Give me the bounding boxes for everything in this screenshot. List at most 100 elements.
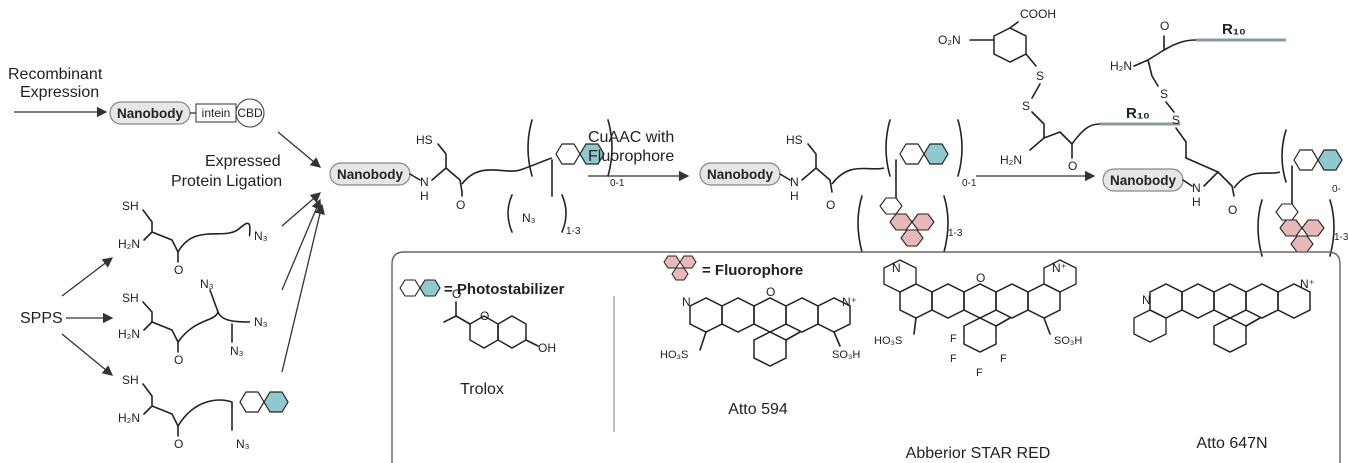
nanobody-label: Nanobody [337, 167, 403, 182]
photostabilizer-legend-label: = Photostabilizer [444, 281, 565, 298]
o-label: O [976, 271, 985, 285]
peptide-photostabilizer: SH H₂N O N₃ [118, 373, 289, 451]
s-label: S [1022, 99, 1030, 113]
n3-label: N₃ [236, 437, 250, 451]
h2n-label: H₂N [1000, 153, 1022, 167]
hs-label: HS [786, 133, 803, 147]
fluorophore-polycycle-icon [879, 197, 935, 247]
n3-label: N₃ [254, 229, 268, 243]
peptide-azide-2: SH H₂N O N₃ N₃ N₃ [118, 277, 268, 367]
nanobody-azide-conjugate: Nanobody N H HS O 0-1 N₃ 1-3 [329, 119, 625, 237]
nplus-label: N⁺ [1052, 261, 1067, 275]
arrow-spps-3 [61, 333, 114, 376]
o-label: O [452, 287, 461, 301]
o-label: O [456, 198, 465, 212]
subscript-1-3: 1-3 [1334, 232, 1348, 243]
abberior-label: Abberior STAR RED [906, 445, 1051, 462]
photostabilizer-hexagon-icon [555, 143, 581, 165]
dye-legend-box: = Photostabilizer = Fluorophore O O OH T… [391, 251, 1341, 463]
expressed-label: Expressed [205, 153, 281, 170]
nanobody-label: Nanobody [1110, 173, 1176, 188]
h-label: H [1192, 195, 1201, 209]
final-conjugate: H₂N O R₁₀ S S Nanobody N H O 0- [1102, 19, 1348, 257]
n-label: N [892, 261, 901, 275]
arrow-epl-4 [281, 203, 325, 373]
o-label: O [1228, 203, 1237, 217]
so3h-label: SO₃H [1054, 335, 1082, 347]
h2n-label: H₂N [1110, 59, 1132, 73]
f-label: F [950, 353, 957, 365]
h2n-label: H₂N [118, 411, 140, 425]
nanobody-label: Nanobody [117, 106, 183, 121]
disulfide-reagent: COOH O₂N S S H₂N O R₁₀ [938, 7, 1180, 173]
photostabilizer-legend-icon [399, 279, 441, 297]
s-label: S [1036, 69, 1044, 83]
nanobody-intein-cbd-construct: Nanobody intein CBD [109, 98, 265, 128]
trolox-structure: O O OH Trolox [443, 287, 556, 398]
nplus-label: N⁺ [842, 295, 857, 309]
f-label: F [976, 367, 983, 379]
s-label: S [1160, 87, 1168, 101]
h-label: H [790, 189, 799, 203]
intein-label: intein [202, 106, 231, 120]
atto594-label: Atto 594 [728, 401, 788, 418]
cbd-circle [235, 98, 265, 128]
o-label: O [1068, 159, 1077, 173]
o-label: O [480, 309, 489, 323]
o-label: O [174, 437, 183, 451]
cuaac-label-2: Fluorophore [588, 148, 674, 165]
oh-label: OH [538, 341, 556, 355]
photostabilizer-hexagon-icon [579, 143, 605, 165]
arrow-spps-1 [61, 257, 114, 297]
n-label: N [420, 175, 429, 189]
n-label: N [1192, 181, 1201, 195]
photostabilizer-hexagon-icon [899, 143, 925, 165]
r10-label: R₁₀ [1126, 105, 1150, 122]
so3h-label: SO₃H [832, 349, 860, 361]
n3-label: N₃ [522, 211, 536, 225]
h2n-label: H₂N [118, 237, 140, 251]
recombinant-label: Recombinant [8, 66, 103, 83]
o-label: O [174, 353, 183, 367]
arrow-epl-2 [281, 192, 321, 227]
ho3s-label: HO₃S [874, 335, 902, 347]
subscript-1-3: 1-3 [948, 228, 963, 239]
f-label: F [950, 333, 957, 345]
nanobody-label: Nanobody [707, 167, 773, 182]
n-label: N [790, 175, 799, 189]
o-label: O [174, 263, 183, 277]
subscript-0-1: 0-1 [962, 178, 977, 189]
o2n-label: O₂N [938, 33, 961, 47]
photostabilizer-hexagon-icon [1293, 149, 1319, 171]
atto647n-label: Atto 647N [1196, 435, 1267, 452]
o-label: O [826, 198, 835, 212]
peptide-azide-1: SH H₂N O N₃ [118, 199, 268, 277]
subscript-1-3: 1-3 [566, 226, 581, 237]
atto647n-structure: N N⁺ Atto 647N [1133, 277, 1315, 452]
n-label: N [682, 295, 691, 309]
photostabilizer-hexagon-icon [1317, 149, 1343, 171]
h-label: H [420, 189, 429, 203]
nanobody-fluorophore-conjugate: Nanobody N H HS O 0-1 1-3 [699, 119, 977, 253]
hs-label: HS [416, 133, 433, 147]
arrow-epl-1 [277, 131, 321, 168]
fluorophore-polycycle-icon [1275, 203, 1325, 253]
subscript-0: 0- [1332, 184, 1341, 195]
sh-label: SH [122, 291, 139, 305]
nplus-label: N⁺ [1300, 277, 1315, 291]
cuaac-label-1: CuAAC with [588, 129, 674, 146]
n3-label: N₃ [254, 315, 268, 329]
ho3s-label: HO₃S [660, 349, 688, 361]
photostabilizer-hexagon-icon [239, 391, 289, 413]
photostabilizer-hexagon-icon [923, 143, 949, 165]
cooh-label: COOH [1020, 7, 1056, 21]
abberior-star-red-structure: N N⁺ O F F F F HO₃S SO₃H Abberior STAR R… [874, 259, 1082, 462]
sh-label: SH [122, 199, 139, 213]
arrow-epl-3 [281, 198, 322, 291]
s-label: S [1172, 113, 1180, 127]
fluorophore-legend-icon [663, 255, 697, 281]
n3-label: N₃ [230, 344, 244, 358]
n3-label: N₃ [200, 277, 214, 291]
